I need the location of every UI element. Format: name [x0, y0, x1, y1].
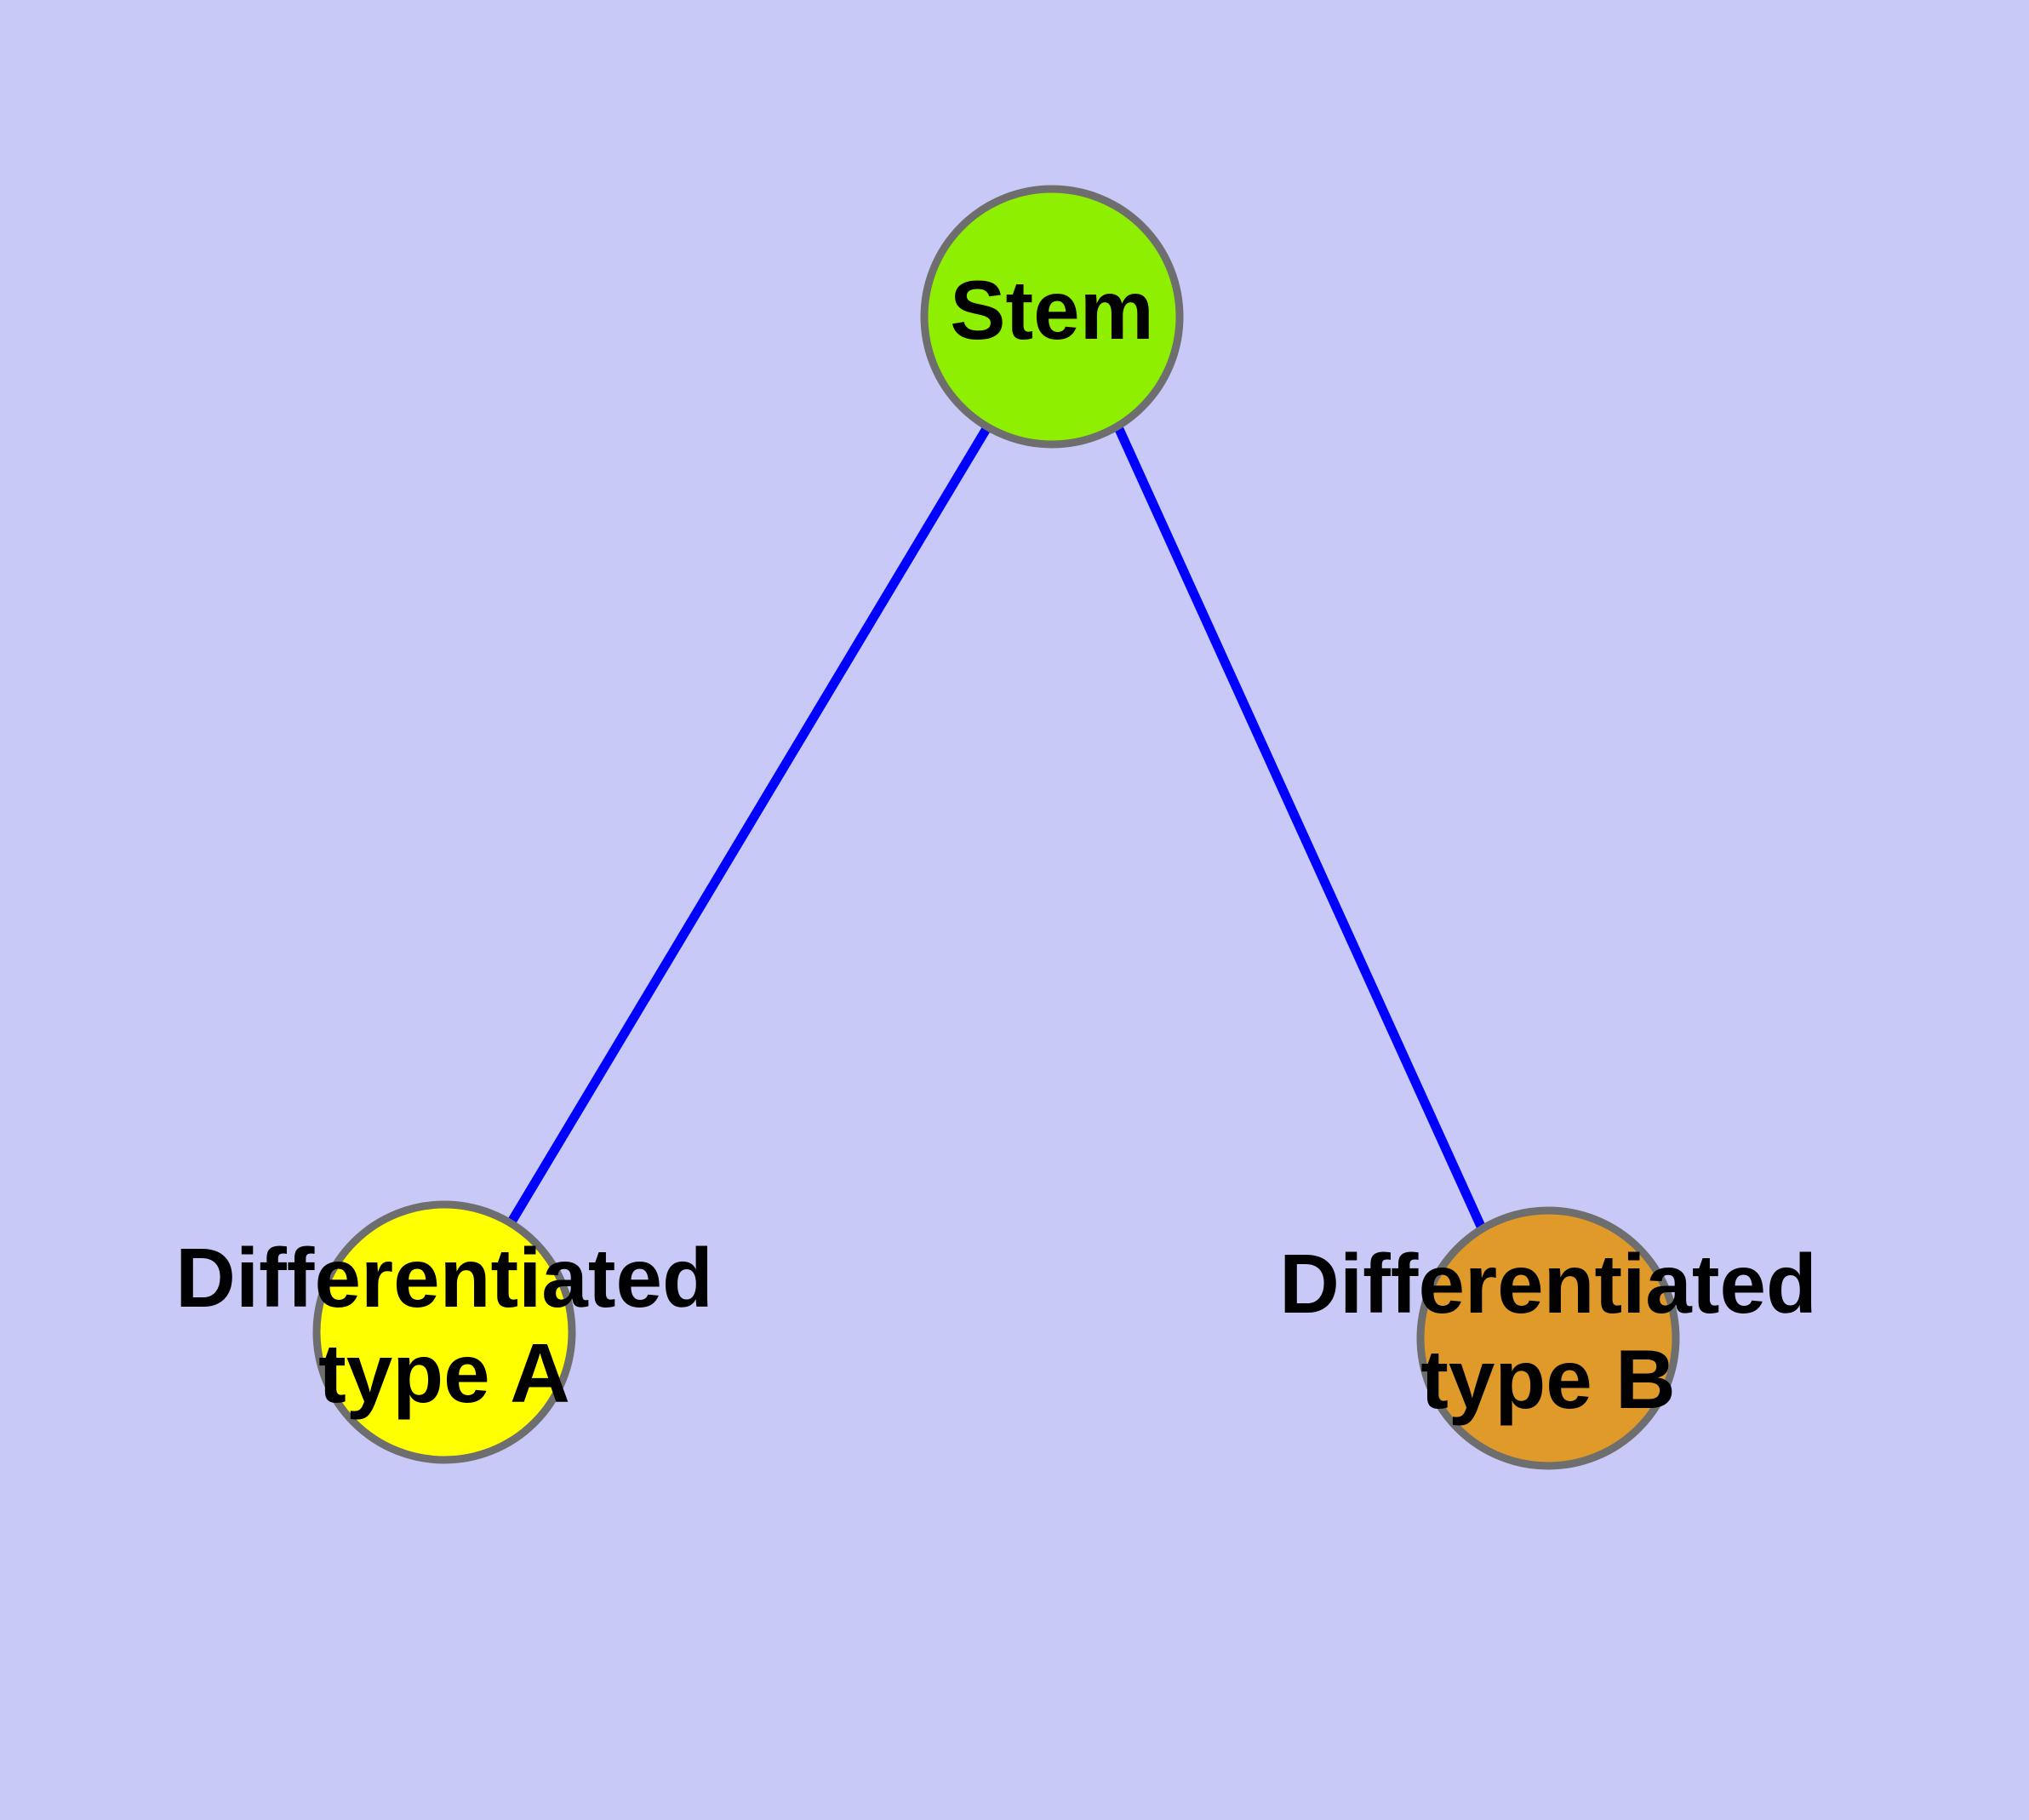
node-layer — [312, 185, 1680, 1470]
node-label-line: Stem — [950, 263, 1154, 357]
node-label-line: Differentiated — [1279, 1237, 1817, 1331]
node-diff-b[interactable] — [1416, 1206, 1680, 1470]
edge-layer — [506, 425, 1488, 1233]
edge-stem-to-diff-b — [1113, 425, 1488, 1233]
node-label-line: type B — [1420, 1332, 1676, 1426]
node-label-stem: Stem — [950, 263, 1154, 357]
node-stem[interactable] — [920, 185, 1184, 449]
edge-stem-to-diff-a — [506, 425, 992, 1226]
node-diff-a[interactable] — [312, 1200, 576, 1464]
node-label-line: Differentiated — [175, 1231, 713, 1325]
node-label-line: type A — [318, 1326, 570, 1420]
